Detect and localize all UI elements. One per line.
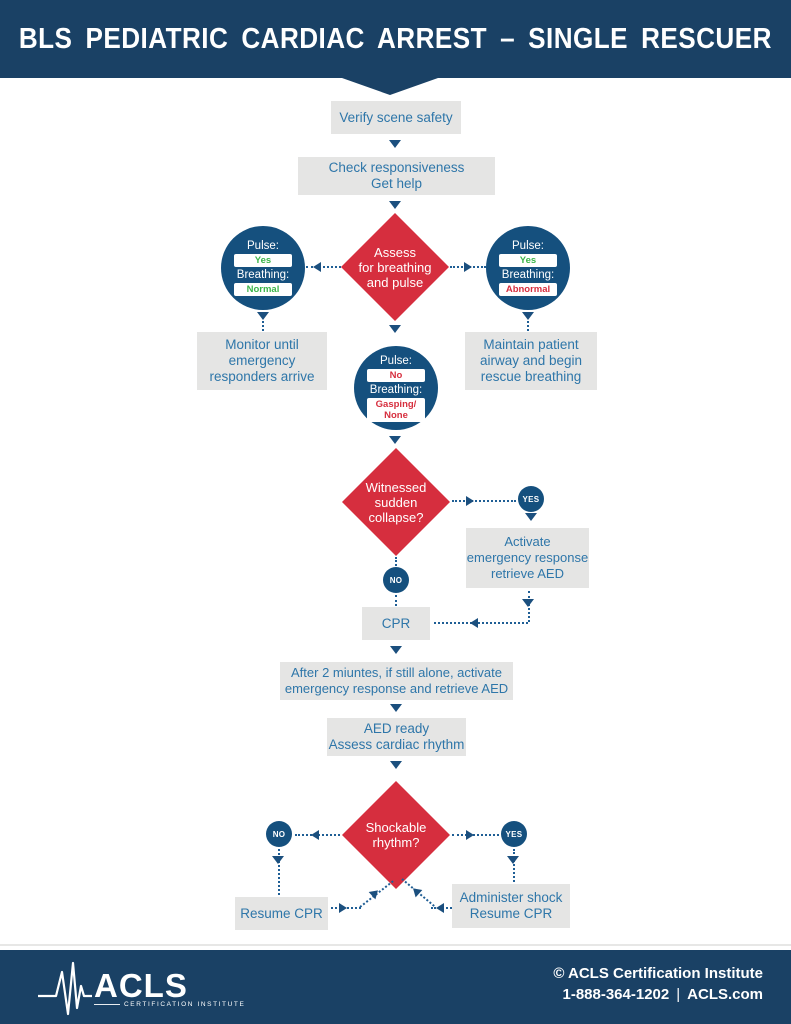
breathing-value: Normal	[234, 283, 292, 296]
badge-yes-label: YES	[505, 829, 523, 839]
connector-dotted	[452, 500, 516, 502]
arrowhead-down	[389, 201, 401, 209]
header-notch-triangle	[342, 78, 438, 95]
badge-no: NO	[266, 821, 292, 847]
connector-dotted	[278, 849, 280, 895]
arrowhead-down	[389, 140, 401, 148]
arrowhead-down	[507, 856, 519, 864]
node-after-2-minutes: After 2 miuntes, if still alone, activat…	[280, 662, 513, 700]
arrowhead-left	[470, 618, 478, 628]
arrowhead-right	[466, 830, 474, 840]
node-activate-label: Activate emergency response retrieve AED	[466, 534, 589, 581]
ekg-heartbeat-icon	[38, 961, 92, 1016]
connector-dotted	[395, 557, 397, 566]
arrowhead-down	[257, 312, 269, 320]
node-maintain-label: Maintain patient airway and begin rescue…	[479, 337, 583, 384]
breathing-value: Abnormal	[499, 283, 557, 296]
footer-contact-block: © ACLS Certification Institute 1-888-364…	[553, 963, 763, 1005]
node-resume-cpr-label: Resume CPR	[240, 905, 323, 921]
decision-witnessed-label: Witnessed sudden collapse?	[365, 479, 427, 525]
decision-assess-label: Assess for breathing and pulse	[358, 244, 432, 290]
connector-dotted	[513, 849, 515, 882]
arrowhead-left	[436, 903, 444, 913]
decision-witnessed-sudden-collapse: Witnessed sudden collapse?	[342, 448, 450, 556]
arrowhead-down	[390, 704, 402, 712]
decision-shockable-label: Shockable rhythm?	[365, 820, 427, 850]
node-administer-shock-label: Administer shock Resume CPR	[459, 890, 563, 921]
node-verify-label: Verify scene safety	[339, 109, 453, 125]
node-cpr: CPR	[362, 607, 430, 640]
pulse-value: Yes	[234, 254, 292, 267]
badge-no-label: NO	[389, 575, 403, 585]
arrowhead-left	[311, 830, 319, 840]
badge-no-label: NO	[272, 829, 286, 839]
node-verify-scene-safety: Verify scene safety	[331, 101, 461, 134]
connector-dotted	[452, 834, 499, 836]
arrowhead-right	[464, 262, 472, 272]
arrowhead-down	[272, 856, 284, 864]
logo-subline	[94, 1003, 120, 1005]
header-banner: BLS PEDIATRIC CARDIAC ARREST – SINGLE RE…	[0, 0, 791, 78]
pulse-value: No	[367, 368, 425, 382]
node-aed-ready-label: AED ready Assess cardiac rhythm	[328, 721, 465, 752]
pulse-value: Yes	[499, 254, 557, 267]
node-check-responsiveness: Check responsiveness Get help	[298, 157, 495, 195]
circle-pulse-yes-breathing-abnormal: Pulse: Yes Breathing: Abnormal	[486, 226, 570, 310]
page-title: BLS PEDIATRIC CARDIAC ARREST – SINGLE RE…	[18, 22, 773, 55]
circle-pulse-yes-breathing-normal: Pulse: Yes Breathing: Normal	[221, 226, 305, 310]
breathing-value: Gasping/ None	[367, 397, 425, 422]
circle-pulse-no-breathing-gasping: Pulse: No Breathing: Gasping/ None	[354, 346, 438, 430]
arrowhead-down	[390, 761, 402, 769]
arrowhead-right	[339, 903, 347, 913]
breathing-label: Breathing:	[236, 269, 290, 281]
connector-dotted	[262, 321, 264, 331]
node-aed-ready-assess-rhythm: AED ready Assess cardiac rhythm	[327, 718, 466, 756]
footer-phone: 1-888-364-1202	[562, 986, 670, 1003]
connector-dotted	[306, 266, 341, 268]
breathing-label: Breathing:	[369, 383, 423, 396]
footer-copyright: © ACLS Certification Institute	[553, 965, 763, 982]
pulse-label: Pulse:	[380, 354, 412, 367]
badge-yes: YES	[518, 486, 544, 512]
footer-contact-line: 1-888-364-1202 | ACLS.com	[553, 984, 763, 1005]
node-activate-emergency-retrieve-aed: Activate emergency response retrieve AED	[466, 528, 589, 588]
node-administer-shock-resume-cpr: Administer shock Resume CPR	[452, 884, 570, 928]
arrowhead-down	[389, 436, 401, 444]
arrowhead-down	[525, 513, 537, 521]
badge-yes-label: YES	[522, 494, 540, 504]
node-monitor-label: Monitor until emergency responders arriv…	[209, 337, 315, 384]
arrowhead-down	[522, 312, 534, 320]
decision-shockable-rhythm: Shockable rhythm?	[342, 781, 450, 889]
arrowhead-left	[313, 262, 321, 272]
logo-subtext: CERTIFICATION INSTITUTE	[124, 1000, 246, 1008]
acls-logo: ACLS CERTIFICATION INSTITUTE	[38, 958, 245, 1018]
node-after-2-minutes-label: After 2 miuntes, if still alone, activat…	[284, 665, 509, 696]
decision-assess-breathing-pulse: Assess for breathing and pulse	[341, 213, 449, 321]
node-check-label: Check responsiveness Get help	[328, 160, 465, 191]
connector-dotted	[395, 595, 397, 606]
connector-dotted	[527, 321, 529, 331]
badge-yes: YES	[501, 821, 527, 847]
pulse-label: Pulse:	[247, 240, 279, 252]
pulse-label: Pulse:	[512, 240, 544, 252]
node-resume-cpr: Resume CPR	[235, 897, 328, 930]
arrowhead-down	[390, 646, 402, 654]
badge-no: NO	[383, 567, 409, 593]
arrowhead-right	[466, 496, 474, 506]
breathing-label: Breathing:	[501, 269, 555, 281]
footer-banner: ACLS CERTIFICATION INSTITUTE © ACLS Cert…	[0, 950, 791, 1024]
arrowhead-down	[389, 325, 401, 333]
logo-text: ACLS	[94, 966, 188, 1004]
node-maintain-airway-rescue-breathing: Maintain patient airway and begin rescue…	[465, 332, 597, 390]
arrowhead-down	[522, 599, 534, 607]
footer-separator: |	[676, 986, 681, 1003]
node-monitor-until-responders: Monitor until emergency responders arriv…	[197, 332, 327, 390]
node-cpr-label: CPR	[381, 615, 411, 631]
footer-divider	[0, 944, 791, 946]
connector-dotted	[434, 622, 528, 624]
footer-website: ACLS.com	[687, 986, 763, 1003]
